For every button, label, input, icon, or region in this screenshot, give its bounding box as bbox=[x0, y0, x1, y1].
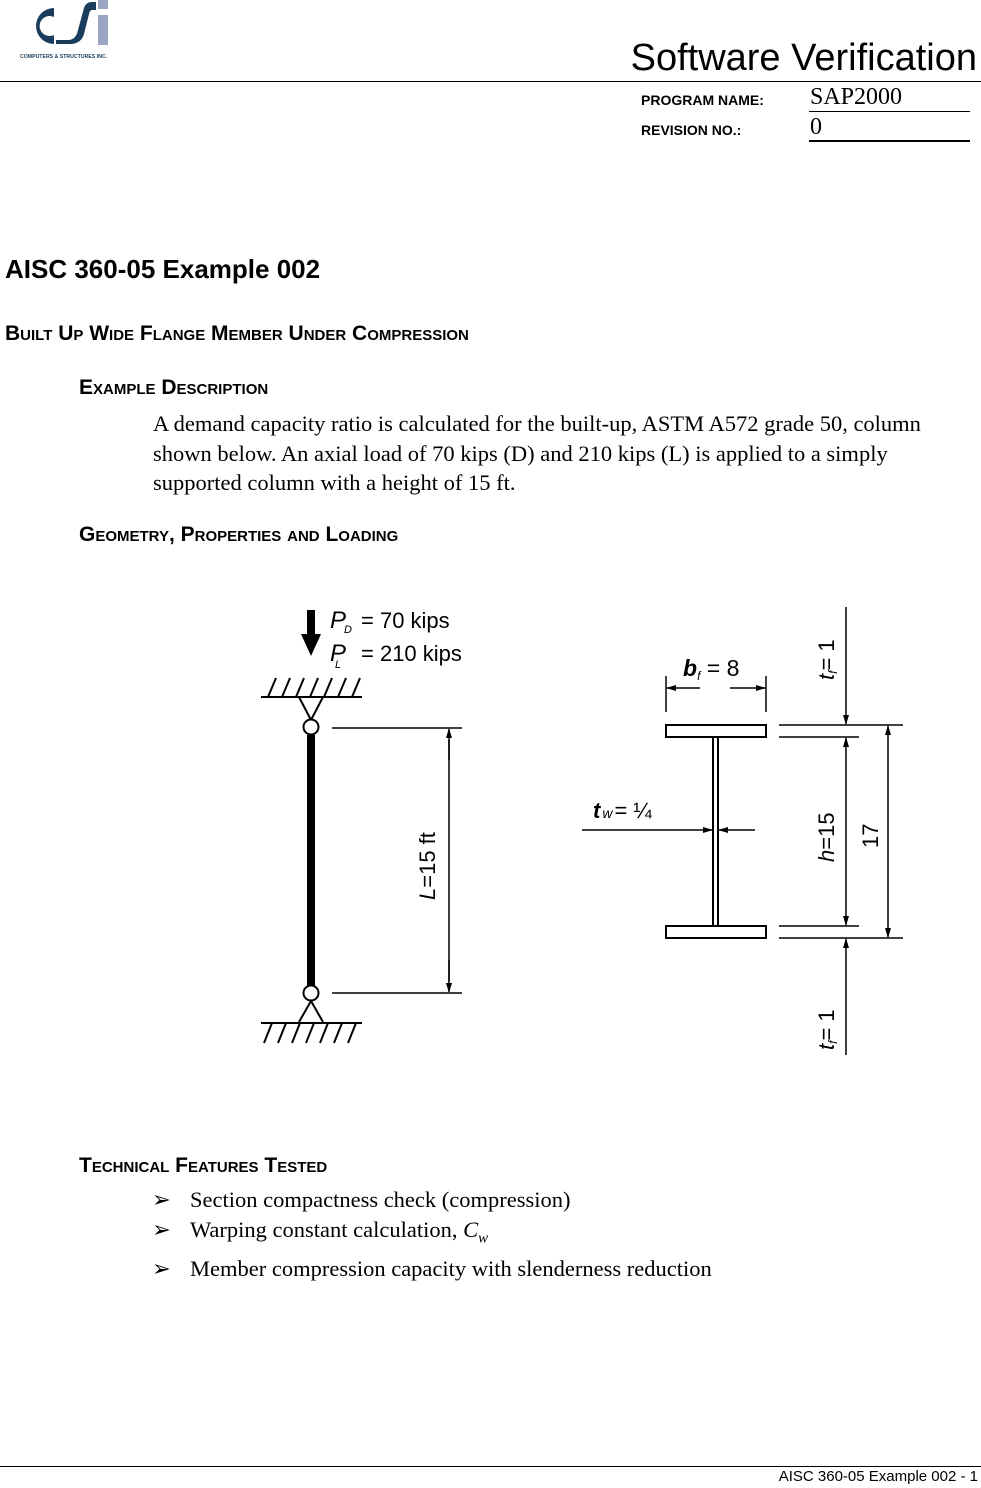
footer-divider bbox=[0, 1466, 981, 1467]
page-title: AISC 360-05 Example 002 bbox=[5, 254, 321, 284]
program-name-label: PROGRAM NAME: bbox=[641, 92, 764, 108]
load-arrow-icon bbox=[301, 610, 321, 656]
example-description-heading: Example Description bbox=[79, 376, 269, 399]
revision-value: 0 bbox=[810, 114, 822, 140]
geometry-heading: Geometry, Properties and Loading bbox=[79, 523, 399, 546]
technical-features-heading: Technical Features Tested bbox=[79, 1154, 328, 1177]
web-height-label: h=15 bbox=[814, 812, 839, 862]
load-live-value: = 210 kips bbox=[361, 641, 462, 666]
column-member bbox=[307, 735, 315, 986]
svg-text:P: P bbox=[330, 640, 346, 667]
document-header-title: Software Verification bbox=[630, 37, 977, 79]
warping-constant-symbol: C bbox=[463, 1216, 479, 1242]
arrowhead-bullet-icon: ➢ bbox=[152, 1255, 171, 1281]
load-dead-value: = 70 kips bbox=[361, 608, 450, 633]
technical-features-list: ➢ Section compactness check (compression… bbox=[152, 1185, 712, 1283]
load-dead-symbol: P bbox=[330, 607, 346, 634]
bottom-pin-support-icon bbox=[261, 984, 362, 1044]
svg-text:COMPUTERS & STRUCTURES INC.: COMPUTERS & STRUCTURES INC. bbox=[20, 54, 108, 60]
flange-width-label: bf = 8 bbox=[683, 655, 739, 683]
example-description-body: A demand capacity ratio is calculated fo… bbox=[153, 411, 921, 495]
i-section-shape bbox=[665, 724, 767, 939]
arrowhead-bullet-icon: ➢ bbox=[152, 1216, 171, 1242]
revision-label: REVISION NO.: bbox=[641, 122, 742, 138]
list-item: ➢ Member compression capacity with slend… bbox=[152, 1254, 712, 1284]
program-name-underline bbox=[809, 111, 970, 112]
csi-logo: COMPUTERS & STRUCTURES INC. bbox=[14, 0, 124, 66]
arrowhead-bullet-icon: ➢ bbox=[152, 1187, 171, 1212]
page-footer-label: AISC 360-05 Example 002 - 1 bbox=[778, 1468, 978, 1485]
column-section-diagram: P D = 70 kips P L = 210 kips bbox=[255, 595, 910, 1065]
svg-text:D: D bbox=[344, 624, 352, 636]
svg-text:L: L bbox=[335, 659, 341, 671]
list-item: ➢ Section compactness check (compression… bbox=[152, 1185, 712, 1215]
csi-logo-icon: COMPUTERS & STRUCTURES INC. bbox=[20, 0, 108, 60]
program-name-value: SAP2000 bbox=[810, 84, 903, 110]
flange-thickness-top-label: tf= 1 bbox=[814, 639, 840, 680]
page-subtitle: Built Up Wide Flange Member Under Compre… bbox=[5, 322, 469, 345]
flange-thickness-bottom-label: tf= 1 bbox=[814, 1009, 840, 1050]
header-divider bbox=[0, 81, 981, 82]
top-pin-support-icon bbox=[261, 677, 362, 736]
revision-underline bbox=[809, 140, 970, 142]
length-label: L=15 ft bbox=[415, 832, 440, 900]
total-depth-label: 17 bbox=[858, 824, 883, 848]
list-item: ➢ Warping constant calculation, Cw bbox=[152, 1216, 489, 1247]
column-diagram-svg: P D = 70 kips P L = 210 kips bbox=[261, 607, 903, 1055]
